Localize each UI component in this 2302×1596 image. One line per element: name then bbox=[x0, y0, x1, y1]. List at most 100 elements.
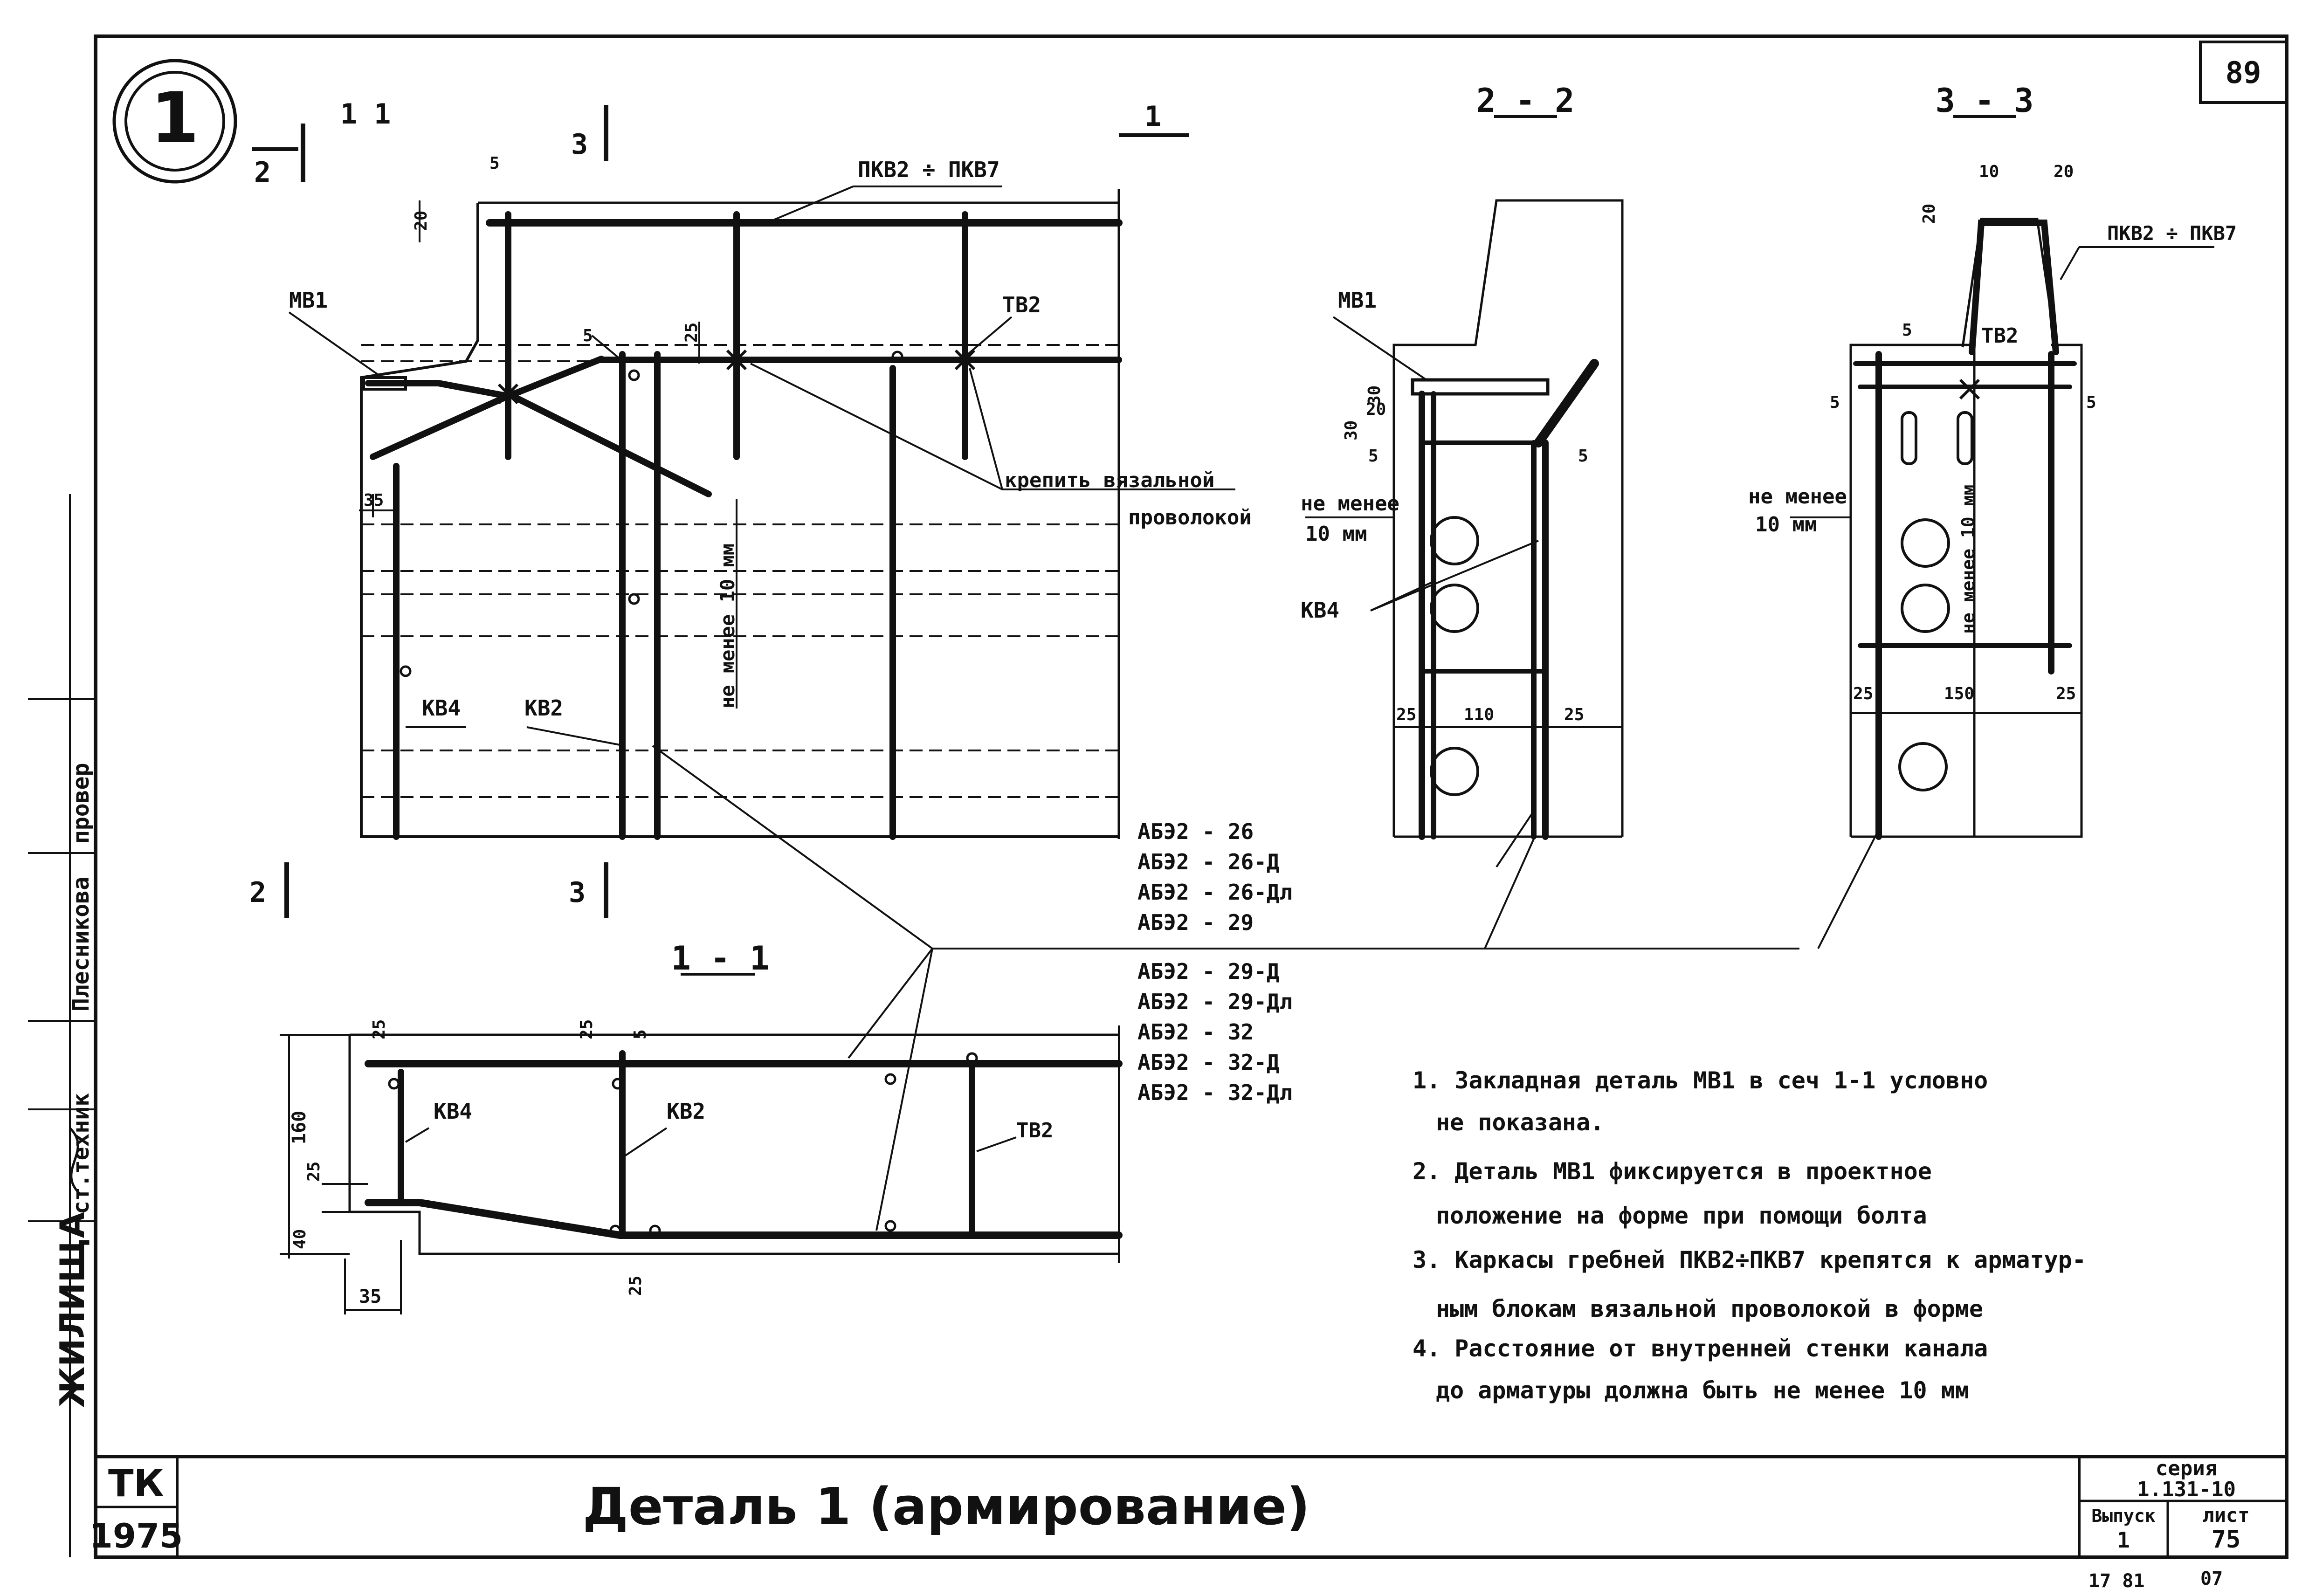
sheet-number: 89 bbox=[2225, 56, 2261, 90]
section-1-1-label-kv2: КВ2 bbox=[667, 1099, 705, 1124]
plan-dim-5b: 5 bbox=[583, 326, 593, 345]
section-2-2-dim-110: 110 bbox=[1464, 705, 1494, 724]
section-1-1-dim-35: 35 bbox=[359, 1286, 381, 1307]
note-line: 2. Деталь МВ1 фиксируется в проектное bbox=[1413, 1158, 1932, 1185]
plan-section-mark-right: 1 bbox=[1144, 100, 1161, 133]
section-2-2-dim-20: 20 bbox=[1366, 400, 1386, 419]
side-stamp: ЖИЛИЩА ст.техник Плесникова провер bbox=[53, 763, 94, 1408]
drawing-title: Деталь 1 (армирование) bbox=[583, 1477, 1310, 1536]
plan-dim-20: 20 bbox=[412, 211, 431, 231]
plan-section-mark-2: 2 bbox=[254, 156, 271, 189]
section-1-1-dim-160: 160 bbox=[289, 1111, 310, 1144]
section-1-1-dim-40: 40 bbox=[290, 1229, 310, 1249]
section-2-2-label-mv1: МВ1 bbox=[1338, 288, 1377, 313]
section-3-3-title: 3 - 3 bbox=[1936, 82, 2034, 120]
section-2-2-dim-25r: 25 bbox=[1564, 705, 1584, 724]
side-role-check: провер bbox=[68, 763, 94, 844]
section-3-3-dim-20a: 20 bbox=[1920, 204, 1939, 224]
section-2-2-title: 2 - 2 bbox=[1476, 82, 1575, 120]
section-3-3-dim-25l: 25 bbox=[1853, 684, 1873, 703]
plan-label-fix-1: крепить вязальной bbox=[1005, 468, 1214, 492]
side-role-tech: ст.техник bbox=[68, 1093, 94, 1214]
section-2-2-dim-5r: 5 bbox=[1578, 447, 1588, 466]
note-line: 4. Расстояние от внутренней стенки канал… bbox=[1413, 1335, 1988, 1362]
sheet-value: 75 bbox=[2212, 1526, 2241, 1554]
section-2-2-dim-30b: 30 bbox=[1365, 385, 1384, 406]
plan-section-mark-3b: 3 bbox=[569, 876, 586, 909]
note-line: 1. Закладная деталь МВ1 в сеч 1-1 условн… bbox=[1413, 1067, 1988, 1094]
note-line: 3. Каркасы гребней ПКВ2÷ПКВ7 крепятся к … bbox=[1413, 1246, 2086, 1273]
plan-label-kv2: КВ2 bbox=[524, 695, 563, 721]
section-1-1-title: 1 - 1 bbox=[671, 939, 770, 977]
section-3-3-min-vertical: не менее 10 мм bbox=[1958, 485, 1978, 634]
plan-section-mark: 1 1 bbox=[340, 98, 391, 131]
section-2-2-dim-25l: 25 bbox=[1396, 705, 1416, 724]
section-1-1-dim-25d: 25 bbox=[626, 1276, 645, 1296]
detail-number: 1 bbox=[151, 78, 199, 159]
stamp-year: 1975 bbox=[90, 1516, 183, 1555]
bottom-marks: 17 81 bbox=[2088, 1570, 2144, 1592]
section-2-2-min-1: не менее bbox=[1301, 492, 1399, 516]
section-2-2-view bbox=[1305, 115, 1624, 949]
note-line: не показана. bbox=[1436, 1109, 1604, 1136]
section-3-3-dim-20b: 20 bbox=[2054, 162, 2074, 181]
bottom-mark-right: 07 bbox=[2200, 1568, 2223, 1589]
section-1-1-dim-25a: 25 bbox=[370, 1019, 389, 1039]
plan-label-tv2: ТВ2 bbox=[1002, 292, 1041, 317]
plan-label-min: не менее 10 мм bbox=[716, 543, 739, 709]
stamp-org: ТК bbox=[108, 1462, 164, 1505]
marks-leaders bbox=[652, 745, 1799, 1231]
mark-item: АБЭ2 - 26 bbox=[1137, 819, 1254, 844]
section-2-2-label-kv4: КВ4 bbox=[1301, 598, 1339, 623]
side-org: ЖИЛИЩА bbox=[53, 1212, 92, 1408]
section-1-1-dim-25b: 25 bbox=[577, 1019, 596, 1039]
plan-label-mv1: МВ1 bbox=[289, 288, 328, 313]
plan-label-kv4: КВ4 bbox=[422, 695, 461, 721]
section-3-3-dim-5a: 5 bbox=[1902, 321, 1912, 340]
section-3-3-label-pkv: ПКВ2 ÷ ПКВ7 bbox=[2107, 222, 2237, 245]
section-1-1-dim-5: 5 bbox=[631, 1029, 650, 1039]
section-3-3-dim-5l: 5 bbox=[1830, 393, 1840, 412]
section-3-3-min-1: не менее bbox=[1748, 485, 1847, 509]
series-value: 1.131-10 bbox=[2137, 1478, 2236, 1501]
mark-item: АБЭ2 - 29-Дл bbox=[1137, 989, 1292, 1014]
mark-item: АБЭ2 - 32 bbox=[1137, 1019, 1254, 1045]
note-line: положение на форме при помощи болта bbox=[1436, 1202, 1927, 1229]
note-line: ным блокам вязальной проволокой в форме bbox=[1436, 1295, 1983, 1322]
plan-view bbox=[252, 105, 1235, 918]
section-2-2-dim-5l: 5 bbox=[1368, 447, 1378, 466]
side-signature bbox=[69, 1127, 80, 1194]
section-1-1-label-tv2: ТВ2 bbox=[1016, 1119, 1053, 1142]
detail-number-circle bbox=[112, 59, 237, 184]
section-3-3-view bbox=[1790, 115, 2214, 949]
section-1-1-view bbox=[280, 973, 1123, 1314]
mark-item: АБЭ2 - 26-Д bbox=[1137, 849, 1280, 874]
notes-block: 1. Закладная деталь МВ1 в сеч 1-1 условн… bbox=[1413, 1067, 2086, 1404]
sheet-frame bbox=[28, 34, 2288, 1559]
side-name: Плесникова bbox=[68, 877, 94, 1011]
issue-value: 1 bbox=[2117, 1527, 2130, 1553]
mark-item: АБЭ2 - 32-Дл bbox=[1137, 1080, 1292, 1105]
section-3-3-label-tv2: ТВ2 bbox=[1981, 324, 2018, 348]
section-3-3-dim-10: 10 bbox=[1979, 162, 1999, 181]
mark-item: АБЭ2 - 29 bbox=[1137, 910, 1254, 935]
section-1-1-label-kv4: КВ4 bbox=[434, 1099, 472, 1124]
plan-section-mark-3: 3 bbox=[571, 128, 588, 161]
section-3-3-min-2: 10 мм bbox=[1755, 513, 1817, 537]
section-3-3-dim-25r: 25 bbox=[2056, 684, 2076, 703]
mark-item: АБЭ2 - 26-Дл bbox=[1137, 880, 1292, 905]
mark-item: АБЭ2 - 29-Д bbox=[1137, 959, 1280, 984]
plan-section-mark-2b: 2 bbox=[249, 876, 266, 909]
plan-label-pkv: ПКВ2 ÷ ПКВ7 bbox=[858, 157, 1000, 182]
section-3-3-dim-5r: 5 bbox=[2086, 393, 2096, 412]
note-line: до арматуры должна быть не менее 10 мм bbox=[1436, 1377, 1969, 1404]
marks-list: АБЭ2 - 26 АБЭ2 - 26-Д АБЭ2 - 26-Дл АБЭ2 … bbox=[1137, 819, 1292, 1105]
section-1-1-dim-25c: 25 bbox=[304, 1162, 324, 1182]
plan-dim-25: 25 bbox=[682, 323, 701, 343]
sheet-label: лист bbox=[2202, 1504, 2249, 1527]
issue-label: Выпуск bbox=[2091, 1506, 2155, 1526]
plan-label-fix-2: проволокой bbox=[1128, 506, 1252, 530]
section-2-2-min-2: 10 мм bbox=[1305, 522, 1367, 546]
section-3-3-dim-150: 150 bbox=[1944, 684, 1974, 703]
